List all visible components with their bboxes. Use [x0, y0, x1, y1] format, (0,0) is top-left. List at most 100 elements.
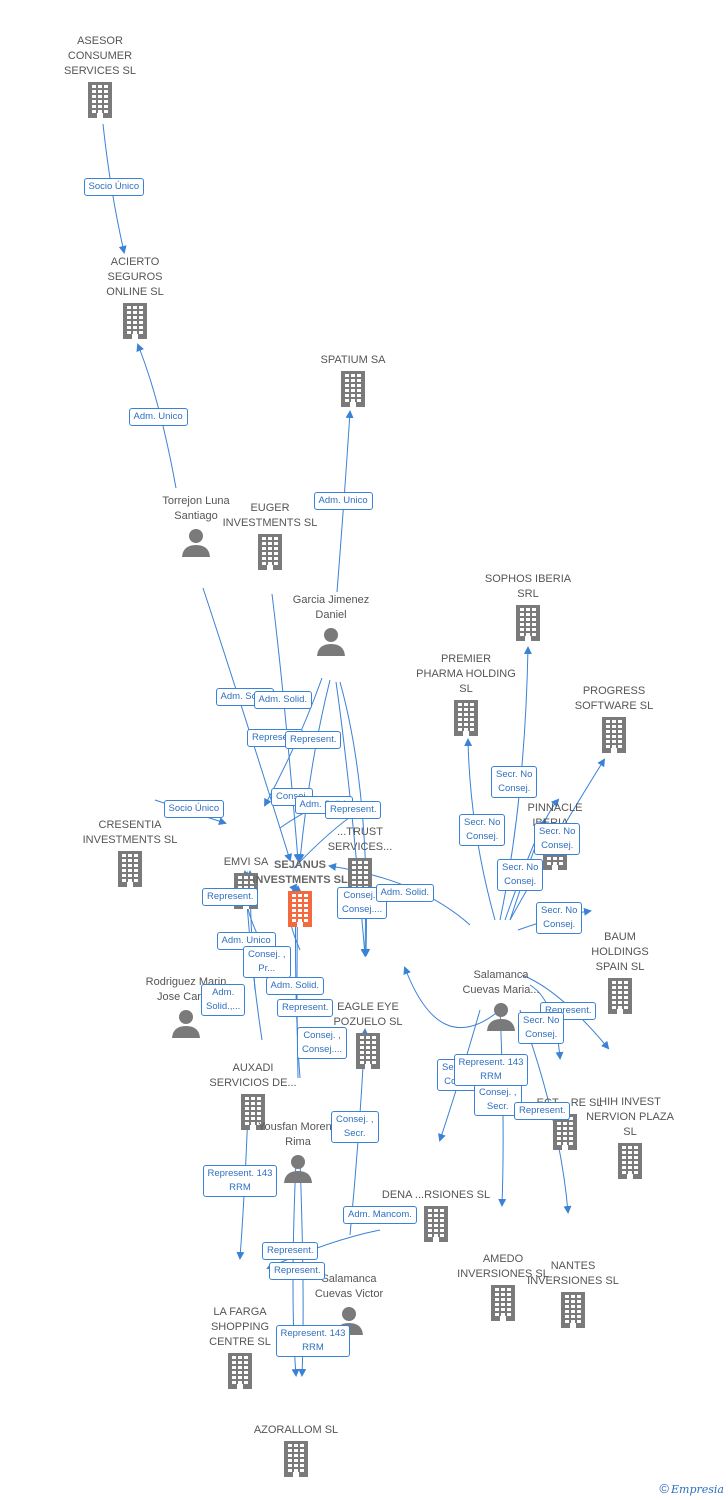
relation-label: Represent. — [277, 999, 334, 1017]
node-label: PROGRESS SOFTWARE SL — [574, 685, 654, 712]
building-icon — [448, 1285, 558, 1326]
node-label: SPATIUM SA — [320, 354, 386, 366]
node-label: EAGLE EYE POZUELO SL — [333, 1001, 403, 1028]
relation-label: Adm. Solid. — [265, 977, 325, 995]
node-label: EUGER INVESTMENTS SL — [222, 502, 318, 529]
relation-label: Represent. — [514, 1102, 571, 1120]
company-node[interactable]: ACIERTO SEGUROS ONLINE SL — [90, 255, 180, 344]
company-node[interactable]: ASESOR CONSUMER SERVICES SL — [50, 34, 150, 123]
node-label: Salamanca Cuevas Victor — [314, 1273, 384, 1300]
node-label: HIH INVEST NERVION PLAZA SL — [586, 1096, 674, 1138]
building-icon — [90, 303, 180, 344]
building-icon — [50, 82, 150, 123]
relation-label: Socio Único — [163, 800, 225, 818]
building-icon — [575, 978, 665, 1019]
person-icon — [136, 1008, 236, 1043]
node-label: AUXADI SERVICIOS DE... — [209, 1062, 297, 1089]
company-node[interactable]: AUXADI SERVICIOS DE... — [208, 1061, 298, 1135]
building-icon — [518, 1292, 628, 1333]
relation-edge — [202, 587, 293, 862]
copyright-footer: ©Empresia — [659, 1481, 724, 1496]
company-node[interactable]: AZORALLOM SL — [246, 1423, 346, 1482]
node-label: Salamanca Cuevas Maria... — [462, 969, 540, 996]
person-node[interactable]: Yousfan Moreno Rima — [253, 1120, 343, 1188]
node-label: ...TRUST SERVICES... — [327, 826, 393, 853]
relation-label: Adm. Unico — [313, 492, 373, 510]
person-icon — [456, 1001, 546, 1036]
building-icon — [478, 605, 578, 646]
company-node[interactable]: SOPHOS IBERIA SRL — [478, 572, 578, 646]
relation-label: Represent. — [325, 801, 382, 819]
node-label: AMEDO INVERSIONES SL — [457, 1253, 549, 1280]
node-label: CRESENTIA INVESTMENTS SL — [82, 819, 178, 846]
relation-label: Consej. ,Consej.... — [297, 1027, 348, 1059]
relation-edge — [521, 974, 610, 1050]
company-node[interactable]: PREMIER PHARMA HOLDING SL — [416, 652, 516, 741]
building-icon — [250, 891, 350, 932]
relation-edge — [403, 966, 501, 1028]
relation-label: Represent. — [285, 731, 342, 749]
building-icon — [208, 1094, 298, 1135]
building-icon — [323, 1033, 413, 1074]
relation-label: Represent. — [262, 1242, 319, 1260]
company-node[interactable]: EAGLE EYE POZUELO SL — [323, 1000, 413, 1074]
company-node[interactable]: CRESENTIA INVESTMENTS SL — [80, 818, 180, 892]
company-node[interactable]: LA FARGA SHOPPING CENTRE SL — [190, 1305, 290, 1394]
person-node[interactable]: Torrejon Luna Santiago — [151, 494, 241, 562]
company-node[interactable]: PROGRESS SOFTWARE SL — [559, 684, 669, 758]
relation-label: Adm. Solid. — [375, 884, 435, 902]
building-icon — [190, 1353, 290, 1394]
company-node[interactable]: EUGER INVESTMENTS SL — [220, 501, 320, 575]
node-label: AZORALLOM SL — [253, 1424, 339, 1436]
company-node[interactable]: HIH INVEST NERVION PLAZA SL — [580, 1095, 680, 1184]
building-icon — [416, 700, 516, 741]
building-icon — [381, 1206, 491, 1247]
person-icon — [286, 626, 376, 661]
node-label: Yousfan Moreno Rima — [258, 1121, 338, 1148]
building-icon — [220, 534, 320, 575]
person-node[interactable]: Garcia Jimenez Daniel — [286, 593, 376, 661]
relation-label: Adm. Solid. — [253, 691, 313, 709]
node-label: ASESOR CONSUMER SERVICES SL — [64, 35, 136, 77]
copyright-icon: © — [659, 1481, 669, 1496]
company-node[interactable]: BAUM HOLDINGS SPAIN SL — [575, 930, 665, 1019]
node-label: SEJANUS INVESTMENTS SL — [252, 859, 348, 886]
company-node[interactable]: SPATIUM SA — [303, 353, 403, 412]
relation-label: Consej. ,Pr... — [243, 946, 291, 978]
person-node[interactable]: Rodriguez Marin Jose Carlos — [136, 975, 236, 1043]
node-label: EMVI SA — [223, 856, 269, 868]
company-node[interactable]: AMEDO INVERSIONES SL — [448, 1252, 558, 1326]
relation-label: Adm. Unico — [128, 408, 188, 426]
brand-logo: Empresia — [671, 1483, 724, 1496]
building-icon — [303, 371, 403, 412]
node-label: Torrejon Luna Santiago — [162, 495, 230, 522]
company-node[interactable]: DENA ...RSIONES SL — [381, 1188, 491, 1247]
relation-label: Represent. — [202, 888, 259, 906]
relation-edge — [296, 679, 331, 862]
person-node[interactable]: Salamanca Cuevas Maria... — [456, 968, 546, 1036]
relation-label: Represent. — [269, 1262, 326, 1280]
node-label: BAUM HOLDINGS SPAIN SL — [591, 931, 649, 973]
relation-label: Consej. ,Secr. — [331, 1111, 379, 1143]
person-icon — [253, 1153, 343, 1188]
node-label: NANTES INVERSIONES SL — [527, 1260, 619, 1287]
person-icon — [151, 527, 241, 562]
building-icon — [559, 717, 669, 758]
relation-label: Socio Único — [83, 178, 145, 196]
node-label: DENA ...RSIONES SL — [381, 1189, 491, 1201]
company-node[interactable]: SEJANUS INVESTMENTS SL — [250, 858, 350, 932]
company-node[interactable]: NANTES INVERSIONES SL — [518, 1259, 628, 1333]
node-label: PREMIER PHARMA HOLDING SL — [416, 653, 516, 695]
building-icon — [246, 1441, 346, 1482]
relation-edge — [271, 593, 302, 862]
building-icon — [520, 1114, 610, 1155]
